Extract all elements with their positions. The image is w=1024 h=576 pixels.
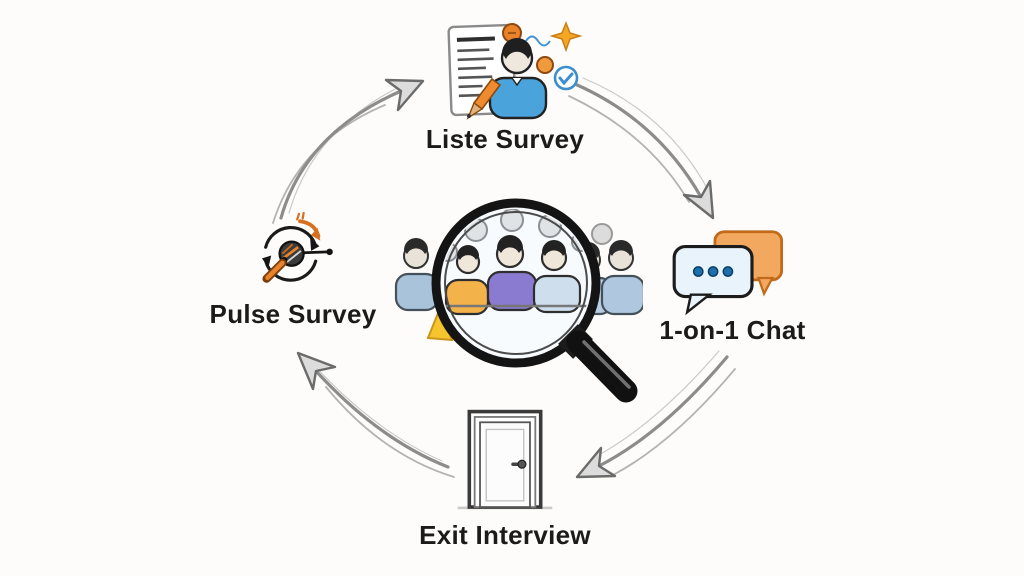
survey-writer-icon	[447, 20, 583, 120]
arrow-pulse-to-listen-survey	[272, 78, 425, 224]
pulse-cycle-icon	[261, 212, 333, 283]
arrow-chat-to-exit-interview	[575, 350, 736, 479]
exit-door-icon	[457, 409, 553, 510]
node-label-exit-interview: Exit Interview	[419, 520, 591, 550]
node-label-pulse-survey: Pulse Survey	[209, 299, 377, 329]
node-pulse-survey: Pulse Survey	[209, 212, 377, 329]
arrow-exit-interview-to-pulse	[296, 351, 455, 478]
node-exit-interview: Exit Interview	[415, 403, 595, 550]
chat-bubbles-icon	[672, 230, 783, 316]
node-listen-survey: Liste Survey	[385, 20, 625, 154]
node-one-on-one-chat: 1-on-1 Chat	[645, 228, 820, 345]
arrow-listen-survey-to-chat	[568, 77, 715, 220]
node-label-listen-survey: Liste Survey	[425, 124, 585, 154]
node-label-one-on-one-chat: 1-on-1 Chat	[659, 315, 806, 345]
magnifier-over-people-icon	[394, 198, 643, 403]
